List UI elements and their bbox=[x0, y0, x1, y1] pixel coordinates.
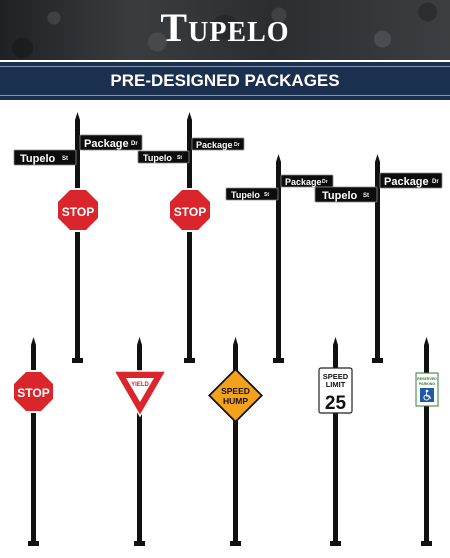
post bbox=[375, 162, 380, 360]
package-street-stop-2[interactable]: Package Dr Tupelo St STOP bbox=[137, 112, 245, 363]
svg-text:Tupelo: Tupelo bbox=[143, 153, 172, 163]
section-title: PRE-DESIGNED PACKAGES bbox=[110, 71, 340, 90]
street-sign-package: Package Dr bbox=[379, 172, 443, 189]
svg-text:STOP: STOP bbox=[17, 386, 49, 400]
package-street-small[interactable]: Package Dr Tupelo St bbox=[225, 154, 334, 363]
svg-text:St: St bbox=[363, 193, 369, 199]
svg-text:HUMP: HUMP bbox=[223, 396, 248, 406]
post bbox=[424, 345, 429, 543]
svg-text:Dr: Dr bbox=[322, 179, 328, 185]
package-speed-hump[interactable]: SPEED HUMP bbox=[208, 337, 263, 546]
street-sign-package: Package Dr bbox=[79, 134, 143, 151]
stop-sign: STOP bbox=[12, 370, 55, 413]
street-name: Package bbox=[84, 138, 129, 150]
svg-text:YIELD: YIELD bbox=[131, 382, 149, 388]
svg-text:SPEED: SPEED bbox=[221, 386, 250, 396]
post bbox=[333, 345, 338, 543]
svg-text:Package: Package bbox=[196, 140, 233, 150]
svg-text:LIMIT: LIMIT bbox=[326, 380, 346, 389]
post bbox=[75, 120, 80, 360]
svg-text:St: St bbox=[177, 155, 182, 161]
reserved-parking-sign: RESERVED PARKING bbox=[415, 372, 439, 407]
street-sign-tupelo: Tupelo St bbox=[225, 187, 279, 201]
post bbox=[31, 345, 36, 543]
stop-sign: STOP bbox=[56, 188, 100, 232]
section-bar bbox=[0, 62, 450, 100]
svg-text:SPEED: SPEED bbox=[323, 372, 349, 381]
package-yield[interactable]: YIELD bbox=[112, 337, 168, 546]
stop-sign: STOP bbox=[168, 188, 212, 232]
street-sign-tupelo: Tupelo St bbox=[13, 149, 77, 166]
svg-text:Tupelo: Tupelo bbox=[231, 190, 260, 200]
street-sign-package: Package Dr bbox=[191, 137, 245, 151]
package-stop[interactable]: STOP bbox=[12, 337, 55, 546]
post bbox=[137, 345, 142, 543]
post bbox=[233, 345, 238, 543]
svg-text:Dr: Dr bbox=[234, 142, 240, 148]
svg-text:St: St bbox=[264, 192, 269, 198]
package-street-large[interactable]: Package Dr Tupelo St bbox=[314, 154, 443, 363]
svg-text:STOP: STOP bbox=[62, 205, 94, 219]
divider bbox=[0, 95, 450, 96]
package-reserved-parking[interactable]: RESERVED PARKING bbox=[415, 337, 439, 546]
street-sign-package: Package Dr bbox=[280, 174, 334, 188]
svg-text:St: St bbox=[62, 156, 68, 162]
yield-sign: YIELD bbox=[112, 370, 168, 418]
svg-text:Dr: Dr bbox=[131, 141, 138, 147]
svg-text:Package: Package bbox=[285, 177, 322, 187]
speed-hump-sign: SPEED HUMP bbox=[208, 368, 263, 423]
svg-text:RESERVED: RESERVED bbox=[417, 377, 437, 381]
package-street-stop-1[interactable]: Package Dr Tupelo St STOP bbox=[13, 112, 143, 363]
divider bbox=[0, 66, 450, 67]
svg-text:Tupelo: Tupelo bbox=[322, 190, 358, 202]
street-sign-tupelo: Tupelo St bbox=[137, 150, 190, 164]
street-sign-tupelo: Tupelo St bbox=[314, 186, 378, 203]
brand-title: Tupelo bbox=[160, 5, 290, 50]
svg-text:STOP: STOP bbox=[174, 205, 206, 219]
post bbox=[276, 162, 281, 360]
package-speed-limit[interactable]: SPEED LIMIT 25 bbox=[318, 337, 353, 546]
header-banner: Tupelo bbox=[0, 0, 450, 60]
svg-text:Tupelo: Tupelo bbox=[20, 153, 56, 165]
svg-text:Dr: Dr bbox=[432, 179, 439, 185]
post bbox=[187, 120, 192, 360]
svg-text:Package: Package bbox=[384, 176, 429, 188]
svg-text:PARKING: PARKING bbox=[419, 382, 436, 386]
speed-limit-sign: SPEED LIMIT 25 bbox=[318, 367, 353, 414]
svg-text:25: 25 bbox=[325, 393, 347, 414]
